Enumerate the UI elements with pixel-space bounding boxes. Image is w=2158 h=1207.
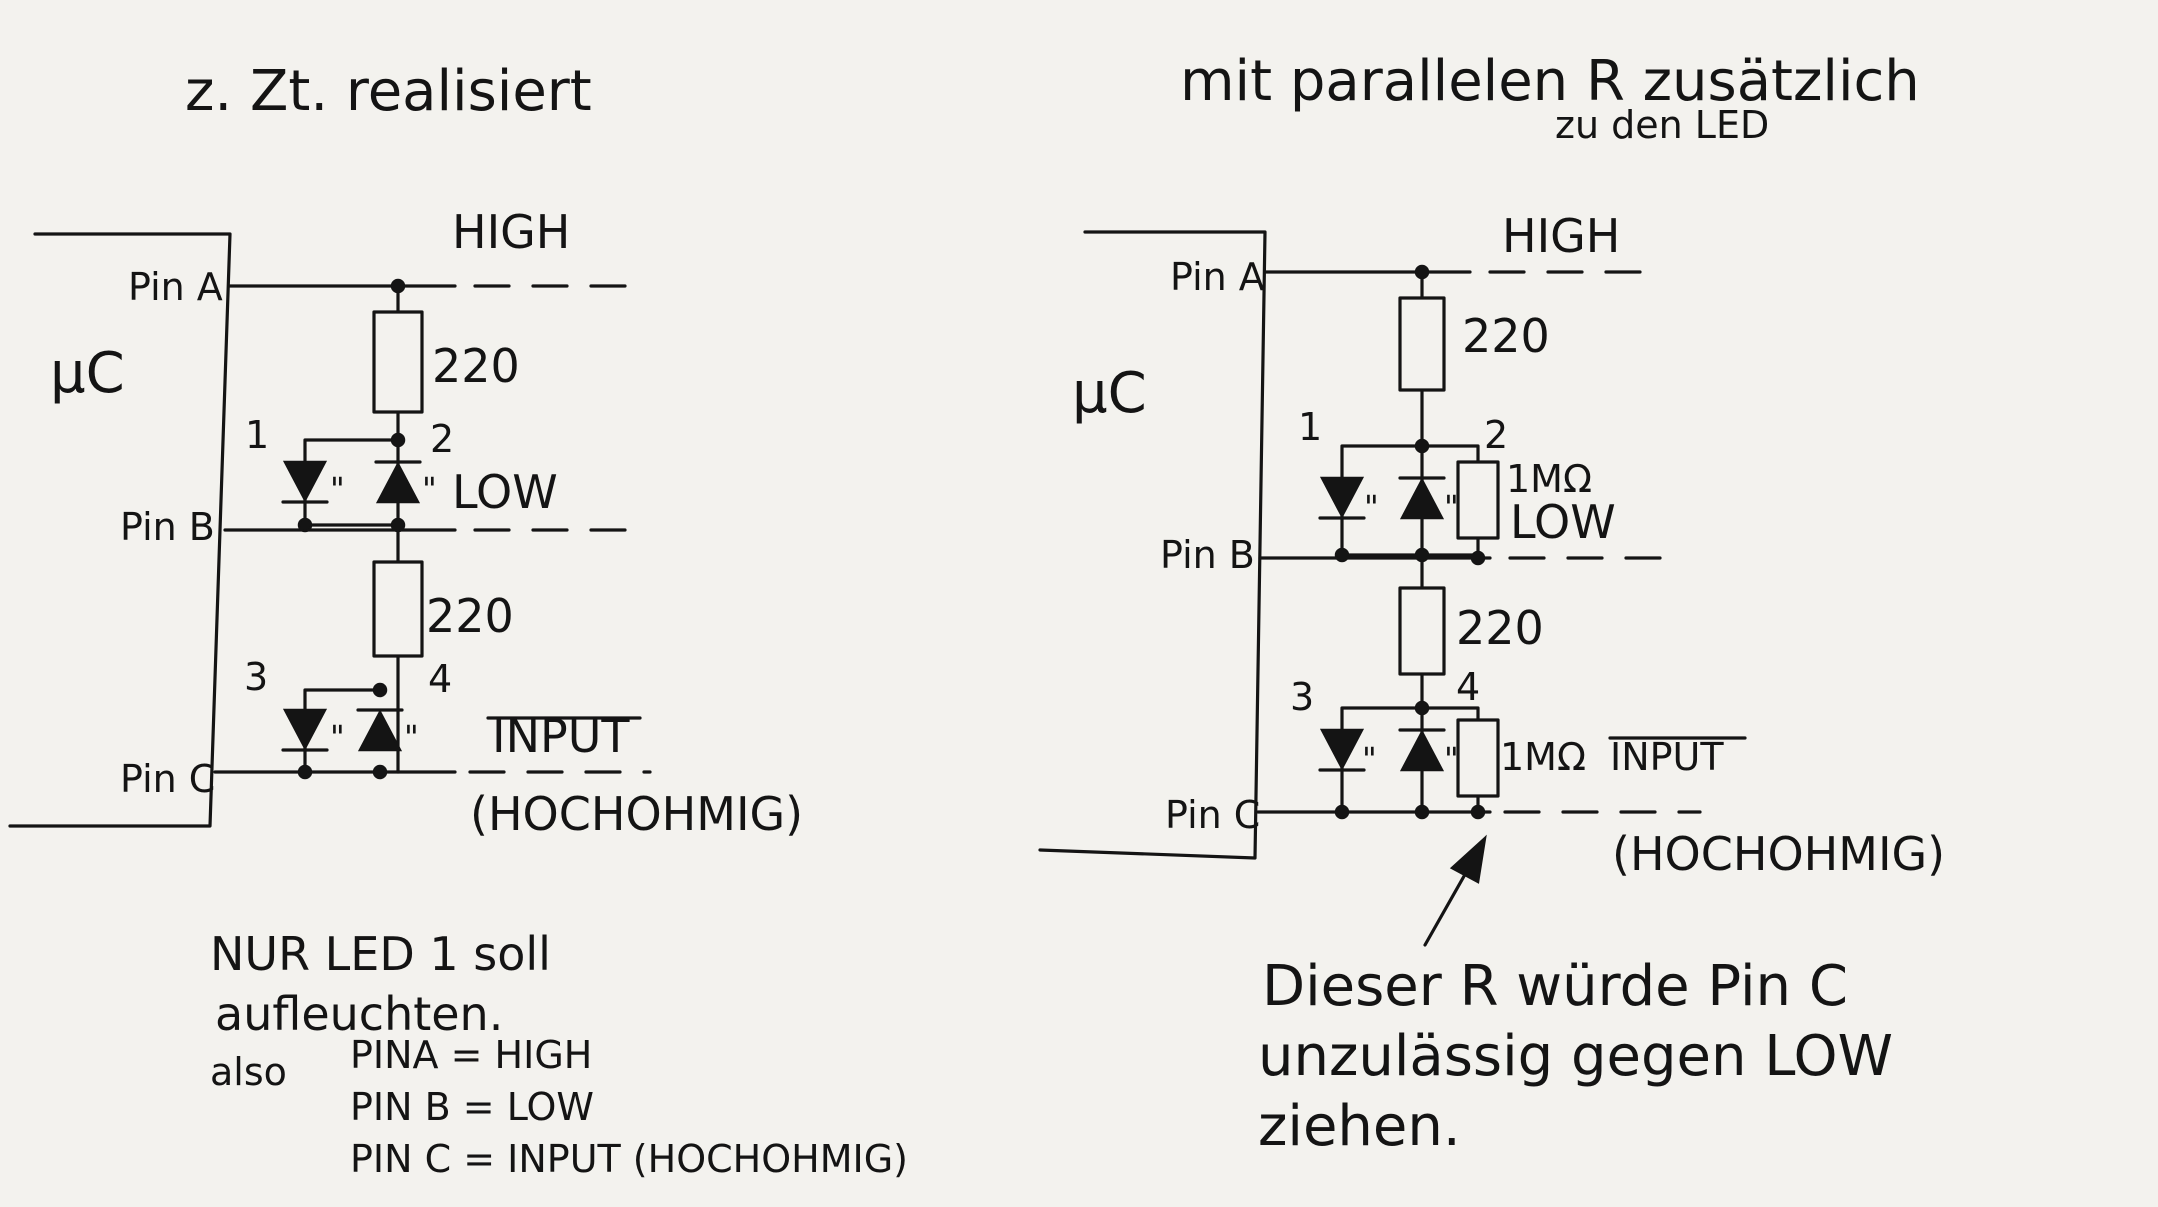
right-led12-glyph-b: " — [1444, 488, 1459, 526]
right-pin-b-label: Pin B — [1160, 533, 1255, 577]
left-title: z. Zt. realisiert — [185, 59, 592, 124]
left-led-3 — [281, 708, 329, 752]
left-hochohmig-label: (HOCHOHMIG) — [470, 787, 803, 841]
left-note-line-6: PIN C = INPUT (HOCHOHMIG) — [350, 1137, 908, 1181]
left-pin-c-label: Pin C — [120, 757, 215, 801]
right-led-1 — [1318, 476, 1366, 520]
right-node-c3 — [1470, 804, 1486, 820]
left-led-3-number: 3 — [244, 655, 268, 699]
left-resistor-1 — [372, 310, 424, 414]
left-resistor-2-label: 220 — [426, 589, 514, 643]
left-led-4 — [356, 708, 404, 752]
right-mcu-box — [1038, 230, 1267, 860]
right-led-2-number: 2 — [1484, 413, 1508, 457]
right-pin-a-label: Pin A — [1170, 255, 1265, 299]
left-led-4-number: 4 — [428, 657, 452, 701]
right-diagram: mit parallelen R zusätzlich zu den LED μ… — [1038, 49, 1945, 1159]
right-led34-glyph-a: " — [1362, 740, 1377, 778]
right-resistor-2 — [1398, 586, 1446, 676]
left-node-b1 — [297, 517, 313, 533]
left-note-line-1: NUR LED 1 soll — [210, 927, 551, 981]
left-led34-glyph-b: " — [404, 718, 419, 756]
right-parallel-resistor-1-label: 1MΩ — [1506, 457, 1592, 501]
left-mcu-label: μC — [50, 341, 125, 406]
right-resistor-1 — [1398, 296, 1446, 392]
left-high-label: HIGH — [452, 205, 570, 259]
right-note-line-1: Dieser R würde Pin C — [1262, 954, 1848, 1019]
right-led-1-number: 1 — [1298, 405, 1322, 449]
left-led12-glyph-b: " — [422, 470, 437, 508]
right-led-4-number: 4 — [1456, 665, 1480, 709]
right-title: mit parallelen R zusätzlich — [1180, 49, 1920, 114]
right-led-4 — [1398, 728, 1446, 772]
right-mcu-label: μC — [1072, 361, 1147, 426]
left-node-2 — [390, 432, 406, 448]
left-led-1 — [281, 460, 329, 504]
right-resistor-2-label: 220 — [1456, 601, 1544, 655]
right-arrow-head — [1449, 834, 1487, 884]
left-pin-a-label: Pin A — [128, 265, 223, 309]
left-node-c1 — [297, 764, 313, 780]
left-led34-glyph-a: " — [330, 718, 345, 756]
left-note-line-2: aufleuchten. — [215, 987, 503, 1041]
right-node-4 — [1414, 700, 1430, 716]
right-subtitle: zu den LED — [1555, 103, 1769, 147]
left-pin-b-label: Pin B — [120, 505, 215, 549]
right-node-c2 — [1414, 804, 1430, 820]
right-led-3-number: 3 — [1290, 675, 1314, 719]
right-input-label: INPUT — [1610, 735, 1724, 779]
left-diagram: z. Zt. realisiert μC Pin A Pin B Pin C H… — [8, 59, 908, 1181]
left-resistor-1-label: 220 — [432, 339, 520, 393]
right-note-line-2: unzulässig gegen LOW — [1258, 1024, 1893, 1089]
right-low-label: LOW — [1510, 495, 1616, 549]
right-parallel-resistor-2 — [1456, 718, 1500, 798]
left-node-4 — [372, 682, 388, 698]
left-note-line-3: also — [210, 1050, 287, 1094]
right-led-3 — [1318, 728, 1366, 772]
right-node-a — [1414, 264, 1430, 280]
left-led-2 — [374, 460, 422, 504]
left-note-line-5: PIN B = LOW — [350, 1085, 594, 1129]
right-node-b1 — [1334, 547, 1350, 563]
right-note: Dieser R würde Pin C unzulässig gegen LO… — [1258, 954, 1893, 1159]
left-note: NUR LED 1 soll aufleuchten. also PINA = … — [210, 927, 908, 1181]
left-led-2-number: 2 — [430, 417, 454, 461]
left-mcu-box — [8, 232, 232, 828]
left-note-line-4: PINA = HIGH — [350, 1033, 592, 1077]
right-node-2 — [1414, 438, 1430, 454]
left-resistor-2 — [372, 560, 424, 658]
right-node-c1 — [1334, 804, 1350, 820]
left-led12-wires — [303, 438, 400, 527]
right-pin-c-label: Pin C — [1165, 793, 1260, 837]
left-led12-glyph-a: " — [330, 470, 345, 508]
left-node-c2 — [372, 764, 388, 780]
right-resistor-1-label: 220 — [1462, 309, 1550, 363]
right-parallel-resistor-2-label: 1MΩ — [1500, 735, 1586, 779]
right-hochohmig-label: (HOCHOHMIG) — [1612, 827, 1945, 881]
right-node-b2 — [1414, 547, 1430, 563]
left-node-b2 — [390, 517, 406, 533]
right-high-label: HIGH — [1502, 209, 1620, 263]
left-led-1-number: 1 — [245, 413, 269, 457]
left-low-label: LOW — [452, 465, 558, 519]
right-node-b3 — [1470, 550, 1486, 566]
right-parallel-resistor-1 — [1456, 460, 1500, 540]
right-led-2 — [1398, 476, 1446, 520]
left-node-a — [390, 278, 406, 294]
right-led34-glyph-b: " — [1444, 740, 1459, 778]
right-note-line-3: ziehen. — [1258, 1094, 1461, 1159]
right-led12-glyph-a: " — [1364, 488, 1379, 526]
